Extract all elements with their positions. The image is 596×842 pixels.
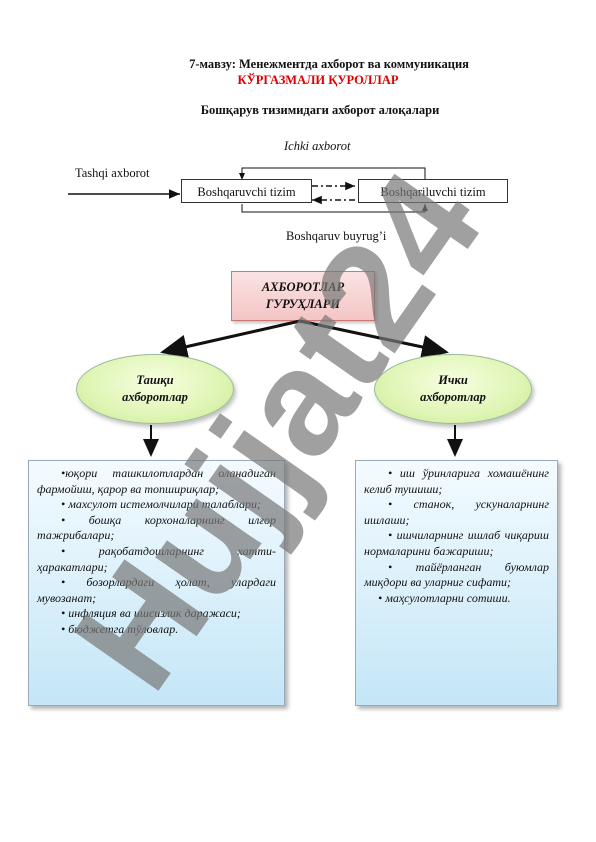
arrow-to-external [160,319,301,359]
command-label: Boshqaruv buyrug’i [286,229,387,243]
list-item: • бозорлардаги ҳолат, улардаги мувозанат… [37,575,276,605]
internal-oval-line2: ахборотлар [420,390,486,404]
list-item: • тайёрланган буюмлар миқдори ва уларниг… [364,559,549,590]
list-item: • махсулот истемолчилари талаблари; [61,497,262,512]
managed-system-box: Boshqariluvchi tizim [358,179,508,203]
groups-line1: АХБОРОТЛАР [261,280,345,294]
list-item: • инфляция ва ишсизлик даражаси; [61,606,241,621]
external-oval-line1: Ташқи [136,373,174,387]
command-line [241,204,428,213]
list-item: • маҳсулотларни сотиши. [378,590,511,605]
document-title: 7-мавзу: Менежментда ахборот ва коммуник… [189,57,469,71]
managing-system-box: Boshqaruvchi tizim [181,179,312,203]
external-oval-line2: ахборотлар [122,390,188,404]
list-item: • станок, ускуналарнинг ишлаши; [364,497,549,527]
list-item: • рақобатдошларнинг хатти-ҳаракатлари; [37,543,276,574]
diagram-title: Бошқарув тизимидаги ахборот алоқалари [200,103,440,117]
list-item: • бошқа корхоналарнинг илғор тажрибалари… [37,512,276,543]
arrow-to-internal [299,319,449,359]
list-item: • иш ўринларига хомашёнинг келиб тушиши; [364,466,549,496]
groups-line2: ГУРУҲЛАРИ [265,297,341,311]
internal-info-list: • иш ўринларига хомашёнинг келиб тушиши;… [355,460,558,706]
tree-connectors [143,319,463,457]
list-item: • ишчиларнинг ишлаб чиқариш нормаларини … [364,528,549,558]
internal-oval-line1: Ички [438,373,468,387]
list-item: • бюджетга тўловлар. [61,621,179,636]
internal-feedback-line [239,167,426,180]
info-groups-box: АХБОРОТЛАР ГУРУҲЛАРИ [231,271,375,321]
external-info-oval: Ташқи ахборотлар [76,354,234,424]
list-item: •юқори ташкилотлардан оланадиган фармойи… [37,466,276,496]
document-subtitle: КЎРГАЗМАЛИ ҚУРОЛЛАР [237,73,399,87]
internal-info-oval: Ички ахборотлар [374,354,532,424]
external-info-label: Tashqi axborot [75,166,150,180]
external-info-list: •юқори ташкилотлардан оланадиган фармойи… [28,460,285,706]
internal-info-label: Ichki axborot [284,139,351,153]
flow-connectors [68,167,428,213]
